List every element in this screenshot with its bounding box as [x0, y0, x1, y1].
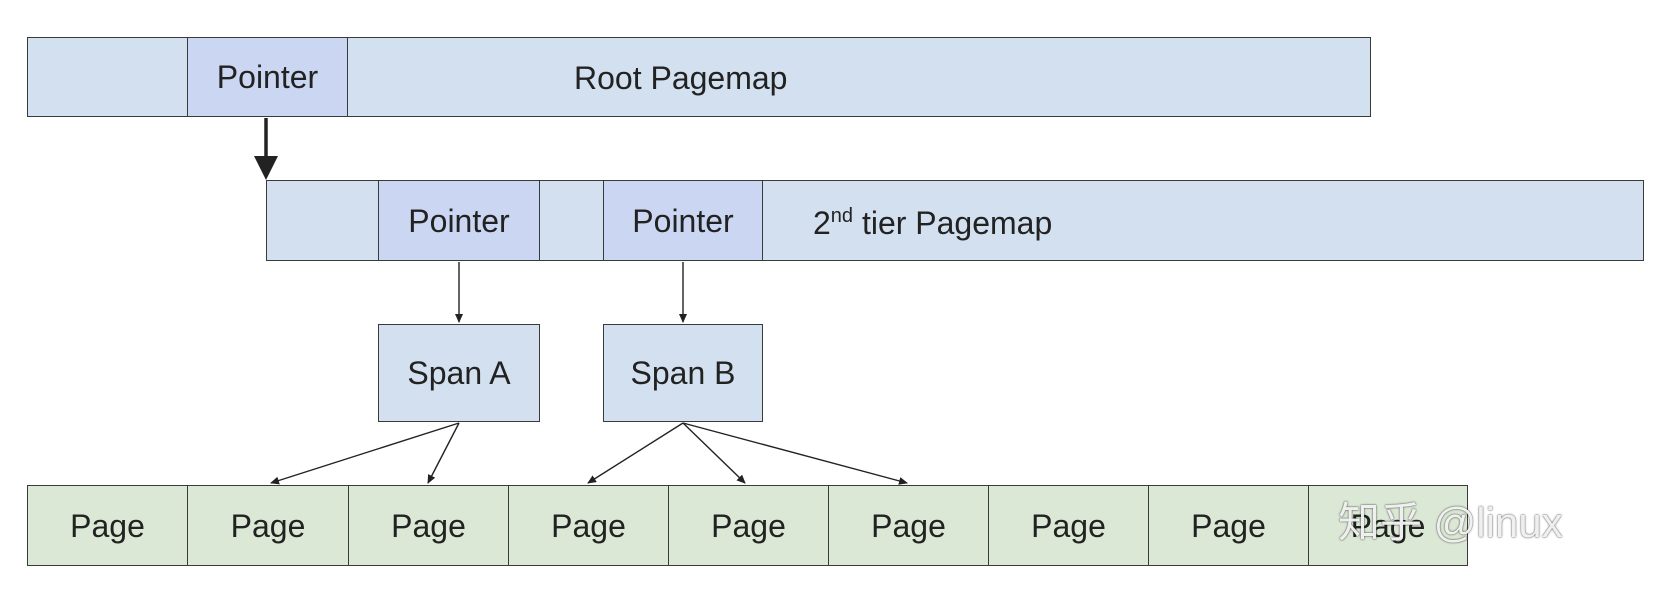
page-cell-7: Page [988, 485, 1149, 566]
page-label: Page [551, 507, 626, 544]
page-cell-6: Page [828, 485, 989, 566]
page-label: Page [871, 507, 946, 544]
second-tier-pointer-a-cell: Pointer [378, 180, 540, 261]
span-b-box: Span B [603, 324, 763, 422]
page-label: Page [1191, 507, 1266, 544]
root-to-second-tier-arrowhead [254, 156, 278, 180]
page-cell-4: Page [508, 485, 669, 566]
span-b-to-page-4-arrow [587, 422, 684, 484]
page-label: Page [70, 507, 145, 544]
second-tier-title-prefix: 2 [813, 205, 831, 241]
root-pointer-label: Pointer [216, 59, 319, 95]
page-label: Page [1350, 507, 1426, 544]
page-cell-5: Page [668, 485, 829, 566]
root-pagemap-title: Root Pagemap [574, 60, 788, 96]
watermark-text: 知乎 @linux [1338, 499, 1563, 546]
page-label: Page [1031, 507, 1106, 544]
second-tier-pagemap-title: 2nd tier Pagemap [813, 205, 1053, 241]
page-cell-1: Page [27, 485, 188, 566]
page-label: Page [711, 507, 786, 544]
second-tier-pointer-a-label: Pointer [408, 202, 510, 239]
second-tier-title-superscript: nd [830, 205, 854, 227]
second-tier-blank-cell [539, 180, 604, 261]
span-b-to-page-5-arrow [682, 422, 746, 484]
page-label: Page [391, 507, 466, 544]
page-cell-8: Page [1148, 485, 1309, 566]
page-cell-3: Page [348, 485, 509, 566]
span-a-to-page-3-arrow [427, 422, 460, 484]
second-tier-pointer-b-cell: Pointer [603, 180, 763, 261]
second-tier-title-suffix: tier Pagemap [853, 205, 1053, 241]
span-b-to-page-6-arrow [682, 422, 908, 485]
span-a-to-page-2-arrow [270, 422, 460, 485]
span-a-box: Span A [378, 324, 540, 422]
second-tier-pointer-b-label: Pointer [632, 202, 734, 239]
root-pointer-cell: Pointer [187, 37, 348, 117]
span-a-label: Span A [407, 355, 511, 391]
page-cell-9: Page [1308, 485, 1468, 566]
span-b-label: Span B [630, 355, 736, 391]
page-cell-2: Page [187, 485, 349, 566]
page-label: Page [230, 507, 306, 544]
